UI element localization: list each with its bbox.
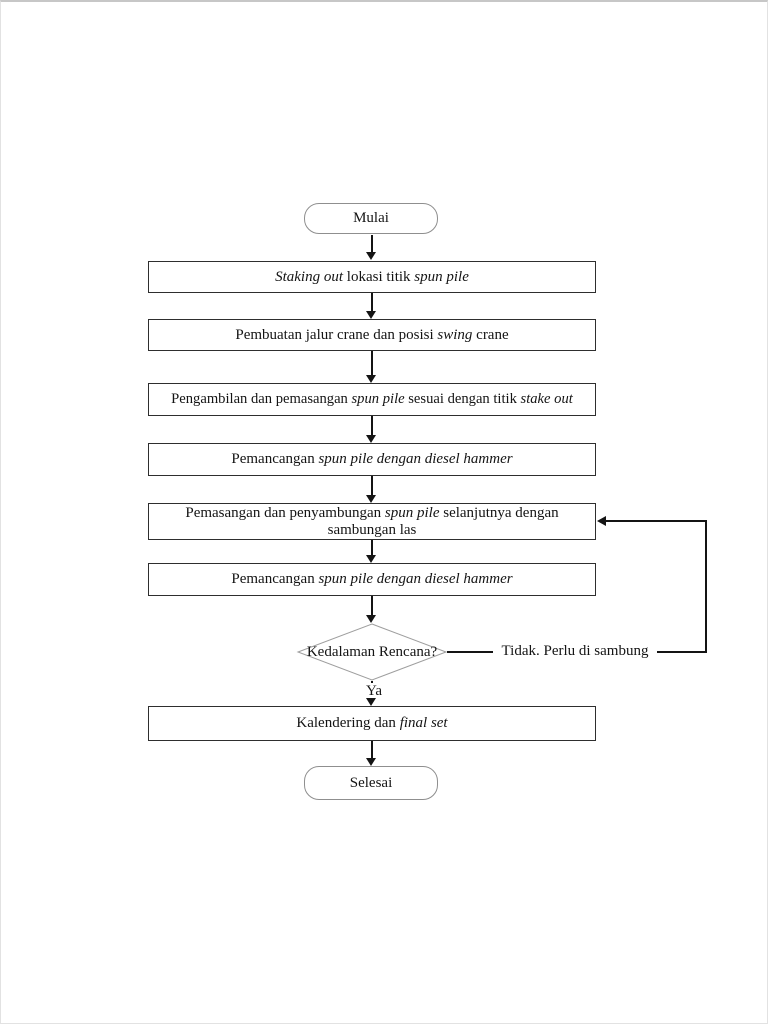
loop-line-right bbox=[705, 520, 707, 652]
decision-yes-label: Ya bbox=[347, 683, 401, 699]
arrowhead-down-icon bbox=[366, 555, 376, 563]
arrowhead-down-icon bbox=[366, 311, 376, 319]
flow-node-pemancangan-1: Pemancangan spun pile dengan diesel hamm… bbox=[148, 443, 596, 476]
flow-node-penyambungan: Pemasangan dan penyambungan spun pile se… bbox=[148, 503, 596, 540]
connector-step3-step4 bbox=[371, 416, 373, 435]
arrowhead-down-icon bbox=[366, 375, 376, 383]
connector-step7-end bbox=[371, 741, 373, 758]
flow-node-staking-out: Staking out lokasi titik spun pile bbox=[148, 261, 596, 293]
connector-step6-decision bbox=[371, 596, 373, 615]
loop-line-top bbox=[606, 520, 706, 522]
flow-node-end: Selesai bbox=[304, 766, 438, 800]
connector-step2-step3 bbox=[371, 351, 373, 375]
arrowhead-down-icon bbox=[366, 252, 376, 260]
flow-node-kalendering: Kalendering dan final set bbox=[148, 706, 596, 741]
connector-step1-step2 bbox=[371, 293, 373, 311]
arrowhead-down-icon bbox=[366, 615, 376, 623]
flow-node-start: Mulai bbox=[304, 203, 438, 234]
connector-start-step1 bbox=[371, 235, 373, 252]
decision-no-label: Tidak. Perlu di sambung bbox=[493, 643, 657, 659]
flow-node-jalur-crane: Pembuatan jalur crane dan posisi swing c… bbox=[148, 319, 596, 351]
flow-node-pemancangan-2: Pemancangan spun pile dengan diesel hamm… bbox=[148, 563, 596, 596]
decision-diamond-shape bbox=[296, 623, 448, 681]
flow-node-pengambilan-pemasangan: Pengambilan dan pemasangan spun pile ses… bbox=[148, 383, 596, 416]
arrowhead-down-icon bbox=[366, 758, 376, 766]
connector-step4-step5 bbox=[371, 476, 373, 495]
arrowhead-down-icon bbox=[366, 698, 376, 706]
arrowhead-down-icon bbox=[366, 495, 376, 503]
decision-label: Kedalaman Rencana? bbox=[306, 644, 438, 660]
arrowhead-left-icon bbox=[597, 516, 606, 526]
connector-step5-step6 bbox=[371, 540, 373, 555]
arrowhead-down-icon bbox=[366, 435, 376, 443]
